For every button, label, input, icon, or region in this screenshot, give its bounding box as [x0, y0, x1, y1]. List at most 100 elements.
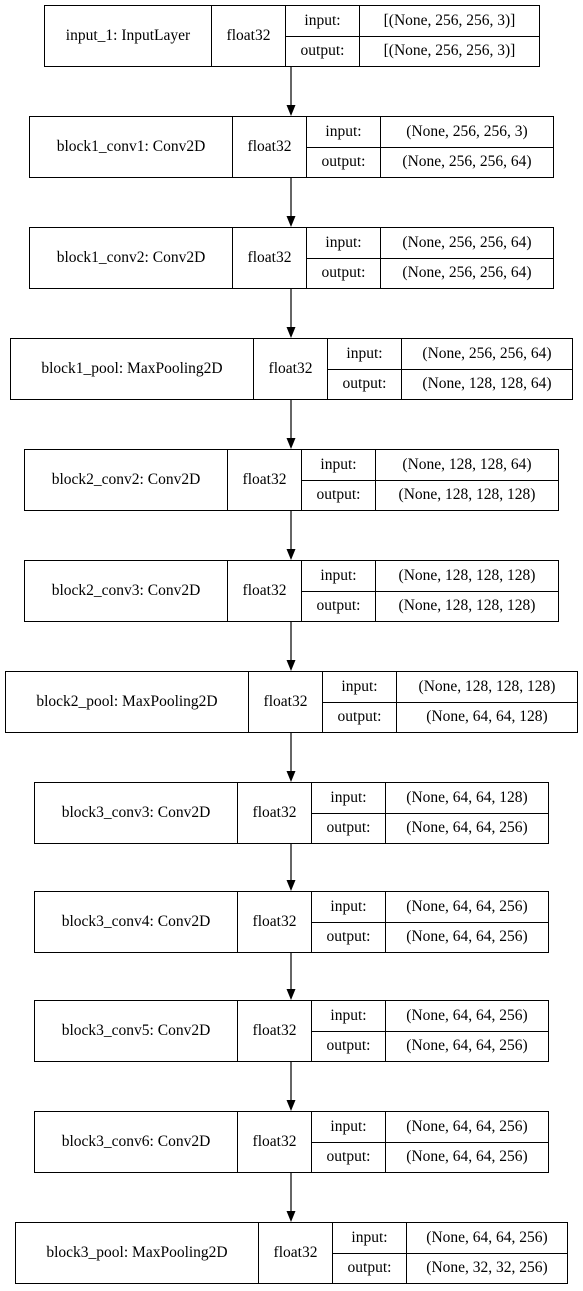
io-shapes: (None, 256, 256, 64) (None, 128, 128, 64…	[402, 339, 572, 399]
io-labels: input: output:	[328, 339, 402, 399]
output-label: output:	[326, 928, 371, 946]
input-shape: [(None, 256, 256, 3)]	[360, 6, 539, 37]
layer-dtype: float32	[233, 117, 307, 177]
layer-name: block1_pool: MaxPooling2D	[11, 339, 254, 399]
arrow-head	[286, 549, 296, 560]
output-label: output:	[321, 264, 366, 282]
layer-node: block1_pool: MaxPooling2D float32 input:…	[10, 338, 573, 400]
layer-dtype: float32	[254, 339, 328, 399]
input-label: input:	[333, 1223, 406, 1254]
io-labels: input: output:	[286, 6, 360, 66]
input-label: input:	[302, 561, 375, 592]
input-shape: (None, 128, 128, 128)	[376, 561, 558, 592]
arrow-head	[286, 438, 296, 449]
output-shape: (None, 128, 128, 128)	[398, 597, 536, 615]
layer-dtype: float32	[238, 1001, 312, 1061]
output-label: output:	[326, 1148, 371, 1166]
layer-dtype: float32	[233, 228, 307, 288]
input-shape: (None, 256, 256, 64)	[381, 228, 553, 259]
io-shapes: (None, 256, 256, 64) (None, 256, 256, 64…	[381, 228, 553, 288]
io-labels: input: output:	[312, 1001, 386, 1061]
io-labels: input: output:	[307, 117, 381, 177]
io-shapes: (None, 64, 64, 256) (None, 64, 64, 256)	[386, 892, 548, 952]
layer-node: block2_conv2: Conv2D float32 input: outp…	[24, 449, 559, 511]
layer-name: block2_conv2: Conv2D	[25, 450, 228, 510]
arrow-head	[286, 880, 296, 891]
io-labels: input: output:	[302, 450, 376, 510]
layer-dtype: float32	[238, 1112, 312, 1172]
output-shape: (None, 64, 64, 256)	[406, 928, 528, 946]
layer-name: block3_conv3: Conv2D	[35, 783, 238, 843]
output-label: output:	[342, 375, 387, 393]
input-label: input:	[312, 783, 385, 814]
layer-dtype: float32	[238, 783, 312, 843]
input-label: input:	[312, 892, 385, 923]
io-shapes: (None, 64, 64, 256) (None, 64, 64, 256)	[386, 1112, 548, 1172]
layer-dtype: float32	[238, 892, 312, 952]
arrow-head	[286, 216, 296, 227]
input-shape: (None, 64, 64, 128)	[386, 783, 548, 814]
io-shapes: (None, 64, 64, 256) (None, 32, 32, 256)	[407, 1223, 567, 1283]
io-labels: input: output:	[333, 1223, 407, 1283]
input-shape: (None, 256, 256, 64)	[402, 339, 572, 370]
io-shapes: (None, 64, 64, 128) (None, 64, 64, 256)	[386, 783, 548, 843]
arrow-head	[286, 327, 296, 338]
input-label: input:	[307, 117, 380, 148]
layer-name: block3_conv4: Conv2D	[35, 892, 238, 952]
output-shape: (None, 128, 128, 128)	[398, 486, 536, 504]
io-shapes: [(None, 256, 256, 3)] [(None, 256, 256, …	[360, 6, 539, 66]
layer-name: block3_conv5: Conv2D	[35, 1001, 238, 1061]
io-shapes: (None, 128, 128, 64) (None, 128, 128, 12…	[376, 450, 558, 510]
io-labels: input: output:	[312, 892, 386, 952]
layer-node: block3_conv5: Conv2D float32 input: outp…	[34, 1000, 549, 1062]
input-label: input:	[307, 228, 380, 259]
io-shapes: (None, 128, 128, 128) (None, 64, 64, 128…	[397, 672, 577, 732]
output-shape: (None, 128, 128, 64)	[422, 375, 552, 393]
input-label: input:	[286, 6, 359, 37]
layer-node: block1_conv1: Conv2D float32 input: outp…	[29, 116, 554, 178]
arrow-head	[286, 771, 296, 782]
io-shapes: (None, 256, 256, 3) (None, 256, 256, 64)	[381, 117, 553, 177]
layer-node: block3_conv3: Conv2D float32 input: outp…	[34, 782, 549, 844]
io-shapes: (None, 64, 64, 256) (None, 64, 64, 256)	[386, 1001, 548, 1061]
layer-dtype: float32	[228, 561, 302, 621]
input-shape: (None, 64, 64, 256)	[407, 1223, 567, 1254]
output-shape: (None, 64, 64, 256)	[406, 1148, 528, 1166]
output-label: output:	[326, 819, 371, 837]
output-label: output:	[321, 153, 366, 171]
layer-node: input_1: InputLayer float32 input: outpu…	[44, 5, 540, 67]
layer-dtype: float32	[259, 1223, 333, 1283]
output-shape: (None, 256, 256, 64)	[402, 153, 532, 171]
input-label: input:	[312, 1112, 385, 1143]
layer-node: block3_pool: MaxPooling2D float32 input:…	[15, 1222, 568, 1284]
output-shape: (None, 64, 64, 256)	[406, 819, 528, 837]
input-label: input:	[323, 672, 396, 703]
input-label: input:	[302, 450, 375, 481]
arrow-head	[286, 105, 296, 116]
output-label: output:	[300, 42, 345, 60]
output-shape: (None, 64, 64, 128)	[426, 708, 548, 726]
output-shape: (None, 64, 64, 256)	[406, 1037, 528, 1055]
layer-node: block2_conv3: Conv2D float32 input: outp…	[24, 560, 559, 622]
layer-name: block1_conv1: Conv2D	[30, 117, 233, 177]
layer-name: block2_conv3: Conv2D	[25, 561, 228, 621]
layer-node: block1_conv2: Conv2D float32 input: outp…	[29, 227, 554, 289]
output-label: output:	[316, 486, 361, 504]
io-labels: input: output:	[312, 783, 386, 843]
arrow-head	[286, 660, 296, 671]
io-shapes: (None, 128, 128, 128) (None, 128, 128, 1…	[376, 561, 558, 621]
input-shape: (None, 64, 64, 256)	[386, 1001, 548, 1032]
layer-name: block3_conv6: Conv2D	[35, 1112, 238, 1172]
io-labels: input: output:	[323, 672, 397, 732]
layer-dtype: float32	[212, 6, 286, 66]
output-shape: (None, 32, 32, 256)	[426, 1259, 548, 1277]
io-labels: input: output:	[302, 561, 376, 621]
io-labels: input: output:	[307, 228, 381, 288]
output-label: output:	[347, 1259, 392, 1277]
layer-node: block2_pool: MaxPooling2D float32 input:…	[5, 671, 578, 733]
layer-name: input_1: InputLayer	[45, 6, 212, 66]
output-shape: [(None, 256, 256, 3)]	[383, 42, 516, 60]
output-label: output:	[326, 1037, 371, 1055]
